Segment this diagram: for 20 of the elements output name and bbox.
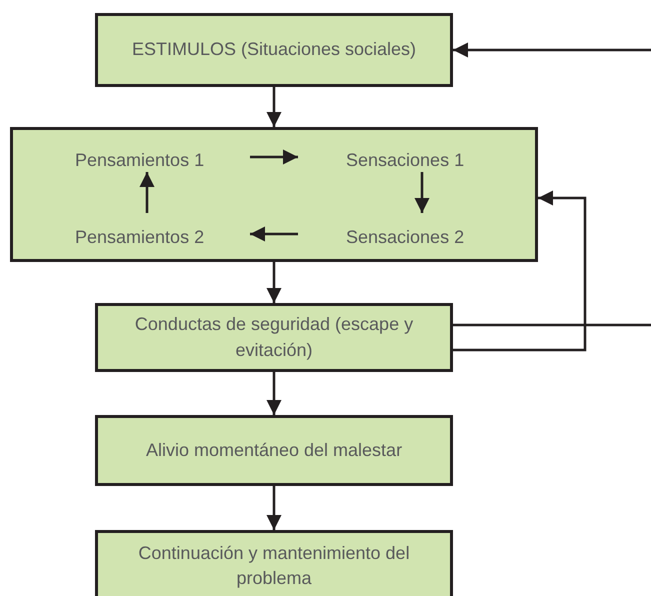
node-label: Sensaciones 2 [301,216,501,258]
process-box: Alivio momentáneo del malestar [95,415,453,486]
arrow [266,262,282,303]
node-label: Pensamientos 2 [65,216,253,258]
arrow [266,87,282,127]
arrow [453,42,651,58]
arrow [250,226,298,242]
arrow [266,372,282,415]
arrow [414,172,430,213]
arrow [140,172,154,213]
node-label: Pensamientos 1 [65,145,253,175]
group-box [10,127,538,262]
node-label: Sensaciones 1 [301,145,501,175]
arrow [453,190,586,352]
process-box: ESTIMULOS (Situaciones sociales) [95,13,453,87]
connector-line [453,324,651,326]
process-box: Conductas de seguridad (escape y evitación) [95,303,453,372]
process-box: Continuación y mantenimiento del problema [95,530,453,596]
arrow [250,150,298,164]
arrow [266,486,282,530]
